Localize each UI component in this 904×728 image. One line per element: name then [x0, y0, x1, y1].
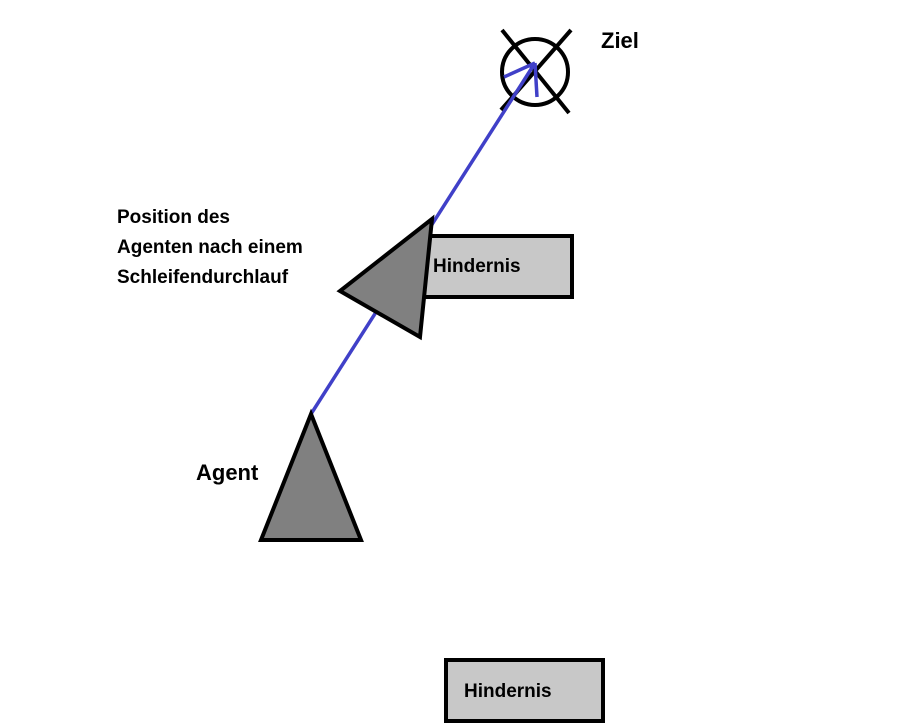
- goal-circle: [500, 37, 570, 107]
- obstacle-upper-box: [420, 234, 574, 299]
- obstacle-upper-label: Hindernis: [433, 256, 521, 277]
- position-label-line3: Schleifendurchlauf: [117, 267, 289, 288]
- agent-after-loop-triangle: [336, 214, 435, 341]
- agent-triangle: [258, 408, 364, 542]
- obstacle-lower-box: [444, 658, 605, 723]
- position-label-line1: Position des: [117, 207, 230, 228]
- arrowhead-right: [533, 62, 539, 98]
- agent-label: Agent: [196, 460, 259, 485]
- obstacle-lower-label: Hindernis: [464, 681, 552, 702]
- obstacle-upper: Hindernis: [420, 234, 574, 299]
- position-label-line2: Agenten nach einem: [117, 237, 303, 258]
- arrowhead-left: [503, 61, 536, 79]
- obstacle-lower: Hindernis: [444, 658, 605, 723]
- goal-label: Ziel: [601, 28, 639, 53]
